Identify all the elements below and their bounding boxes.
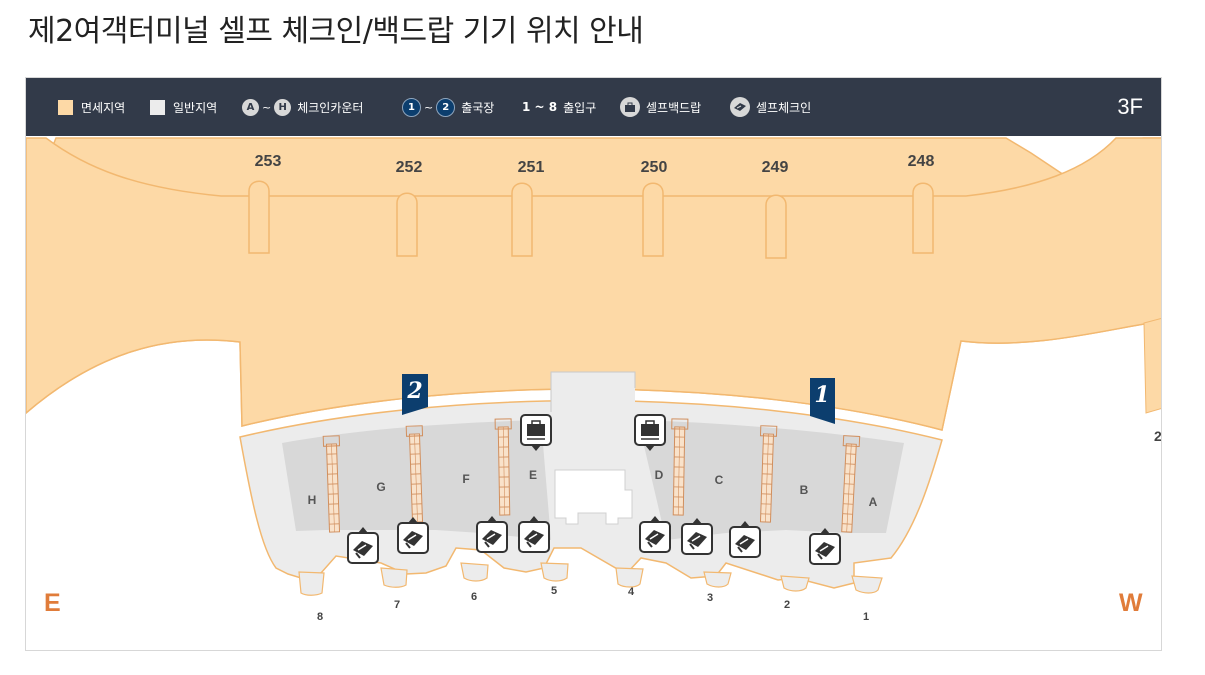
terminal-map: 면세지역 일반지역 A ~ H 체크인카운터 1 ~ 2 출국장 1 ~ 8 출… (25, 77, 1162, 651)
bagdrop-icon[interactable] (634, 414, 666, 452)
self-checkin-icon[interactable] (476, 515, 508, 553)
entrance-label: 7 (394, 599, 400, 611)
gate-label: 249 (762, 159, 789, 176)
general-area-swatch (150, 99, 165, 115)
floor-indicator: 3F (1117, 94, 1143, 119)
counter-start-badge: A (242, 98, 259, 116)
departure-start-badge: 1 (402, 97, 421, 117)
counter-letter: C (715, 473, 724, 487)
gate-label: 250 (641, 159, 668, 176)
entrance-label: 3 (707, 592, 713, 604)
departure-label: 2 (406, 378, 422, 404)
bagdrop-icon (620, 97, 640, 117)
counter-letter: E (529, 468, 537, 482)
entrance-labels: 8 7 6 5 4 3 2 1 (317, 585, 869, 623)
gate-label: 248 (908, 153, 935, 170)
departure-marker: 2 (402, 374, 428, 415)
side-label: 2 (1154, 428, 1162, 444)
legend-entrance-label: 출입구 (563, 100, 597, 115)
counter-letters: H G F E D C B A (308, 468, 878, 509)
legend-tilde: ~ (424, 100, 434, 114)
central-void (554, 469, 633, 525)
departure-end-badge: 2 (436, 97, 456, 117)
legend-checkin-counter: A ~ H 체크인카운터 (242, 78, 363, 136)
compass-east: E (44, 589, 61, 617)
entrance-label: 8 (317, 611, 323, 623)
counter-letter: A (869, 495, 878, 509)
self-checkin-icon[interactable] (809, 527, 841, 565)
entrance-label: 5 (551, 585, 557, 597)
duty-free-area (26, 137, 1161, 431)
entrance-label: 6 (471, 591, 477, 603)
counter-end-badge: H (274, 98, 292, 116)
legend-departure: 1 ~ 2 출국장 (402, 78, 494, 136)
counter-letter: B (800, 483, 809, 497)
self-checkin-icon[interactable] (639, 515, 671, 553)
legend-bagdrop: 셀프백드랍 (620, 78, 701, 136)
counter-letter: G (376, 480, 385, 494)
legend-departure-label: 출국장 (461, 100, 495, 115)
counter-letter: H (308, 493, 317, 507)
gate-label: 253 (255, 153, 282, 170)
legend-entrance: 1 ~ 8 출입구 (522, 78, 596, 136)
entrance-range: 1 ~ 8 (522, 100, 558, 114)
gate-label: 252 (396, 159, 423, 176)
self-checkin-icon[interactable] (518, 515, 550, 553)
legend-duty-free-label: 면세지역 (81, 100, 126, 115)
map-legend: 면세지역 일반지역 A ~ H 체크인카운터 1 ~ 2 출국장 1 ~ 8 출… (26, 78, 1161, 136)
legend-bagdrop-label: 셀프백드랍 (646, 100, 702, 115)
entrance-vestibules (298, 562, 883, 596)
side-building (1143, 318, 1161, 414)
entrance-label: 1 (863, 611, 869, 623)
gate-label: 251 (518, 159, 545, 176)
legend-general-label: 일반지역 (173, 100, 218, 115)
central-core (551, 372, 635, 412)
departure-label: 1 (814, 382, 829, 408)
legend-self-checkin-label: 셀프체크인 (756, 100, 812, 115)
boarding-piers (248, 180, 934, 259)
counter-letter: D (655, 468, 664, 482)
self-checkin-icon[interactable] (681, 517, 713, 555)
counter-letter: F (462, 472, 469, 486)
legend-duty-free: 면세지역 (58, 78, 125, 136)
legend-general: 일반지역 (150, 78, 217, 136)
self-checkin-icon[interactable] (347, 526, 379, 564)
compass-west: W (1119, 589, 1143, 617)
duty-free-swatch (58, 99, 73, 115)
bagdrop-icon[interactable] (520, 414, 552, 452)
self-checkin-icon[interactable] (397, 516, 429, 554)
self-checkin-icon[interactable] (729, 520, 761, 558)
entrance-label: 4 (628, 586, 635, 598)
legend-counter-label: 체크인카운터 (297, 100, 364, 115)
legend-tilde: ~ (262, 100, 272, 114)
page-title: 제2여객터미널 셀프 체크인/백드랍 기기 위치 안내 (28, 14, 644, 49)
legend-self-checkin: 셀프체크인 (730, 78, 811, 136)
terminal-floorplan: 253 252 251 250 249 248 2 1 H G F E D C … (26, 137, 1162, 623)
departure-marker: 1 (810, 378, 835, 424)
gate-labels: 253 252 251 250 249 248 (255, 153, 935, 176)
self-checkin-icon (730, 97, 750, 117)
entrance-label: 2 (784, 599, 790, 611)
